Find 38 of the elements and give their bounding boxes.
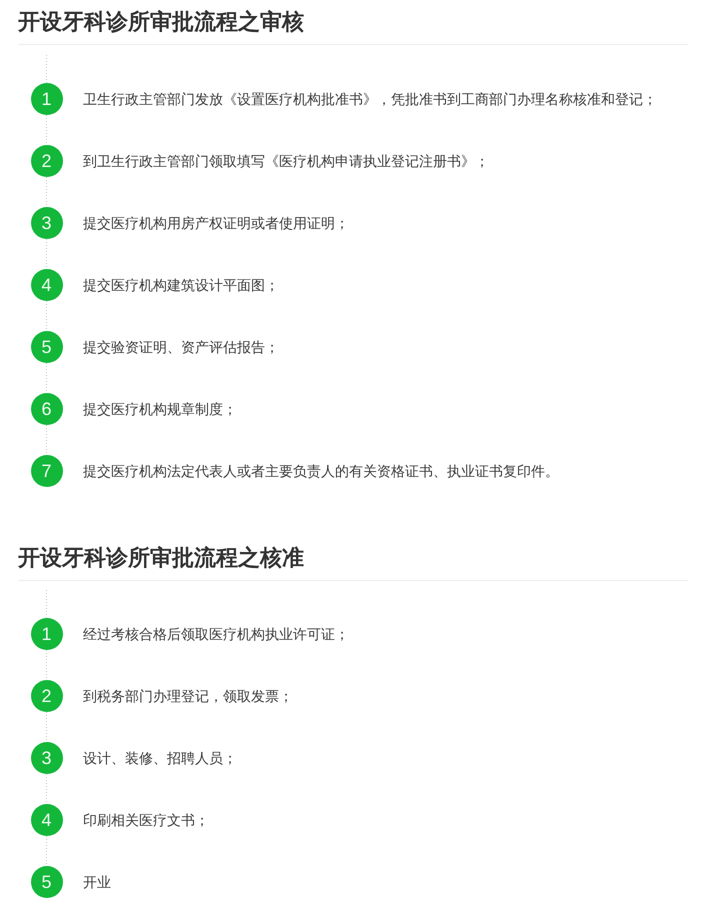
step-text: 设计、装修、招聘人员； bbox=[83, 749, 237, 768]
dotted-connector bbox=[46, 362, 47, 394]
step-number: 5 bbox=[30, 866, 62, 898]
step-text: 到税务部门办理登记，领取发票； bbox=[83, 687, 293, 706]
step-text: 提交医疗机构建筑设计平面图； bbox=[83, 276, 279, 295]
section-heading: 开设牙科诊所审批流程之审核 bbox=[18, 8, 304, 36]
dotted-connector bbox=[46, 590, 47, 618]
step-text: 提交医疗机构法定代表人或者主要负责人的有关资格证书、执业证书复印件。 bbox=[83, 462, 559, 481]
step-text: 卫生行政主管部门发放《设置医疗机构批准书》，凭批准书到工商部门办理名称核准和登记； bbox=[83, 90, 657, 109]
dotted-connector bbox=[46, 836, 47, 866]
step-text: 经过考核合格后领取医疗机构执业许可证； bbox=[83, 625, 349, 644]
dotted-connector bbox=[46, 424, 47, 456]
dotted-connector bbox=[46, 176, 47, 208]
step-number: 2 bbox=[30, 145, 62, 177]
step-text: 提交医疗机构用房产权证明或者使用证明； bbox=[83, 214, 349, 233]
step-text: 开业 bbox=[83, 873, 111, 892]
step-text: 到卫生行政主管部门领取填写《医疗机构申请执业登记注册书》； bbox=[83, 152, 489, 171]
step-text: 印刷相关医疗文书； bbox=[83, 811, 209, 830]
step-text: 提交医疗机构规章制度； bbox=[83, 400, 237, 419]
step-number: 1 bbox=[30, 618, 62, 650]
step-number: 4 bbox=[30, 269, 62, 301]
dotted-connector bbox=[46, 650, 47, 680]
step-number: 3 bbox=[30, 207, 62, 239]
step-number: 3 bbox=[30, 742, 62, 774]
step-number: 4 bbox=[30, 804, 62, 836]
step-number: 5 bbox=[30, 331, 62, 363]
step-number: 1 bbox=[30, 83, 62, 115]
dotted-connector bbox=[46, 300, 47, 332]
section-heading: 开设牙科诊所审批流程之核准 bbox=[18, 544, 304, 572]
dotted-connector bbox=[46, 774, 47, 804]
step-number: 6 bbox=[30, 393, 62, 425]
dotted-connector bbox=[46, 238, 47, 270]
dotted-connector bbox=[46, 54, 47, 84]
dotted-connector bbox=[46, 712, 47, 742]
step-text: 提交验资证明、资产评估报告； bbox=[83, 338, 279, 357]
step-number: 2 bbox=[30, 680, 62, 712]
dotted-connector bbox=[46, 114, 47, 146]
step-number: 7 bbox=[30, 455, 62, 487]
